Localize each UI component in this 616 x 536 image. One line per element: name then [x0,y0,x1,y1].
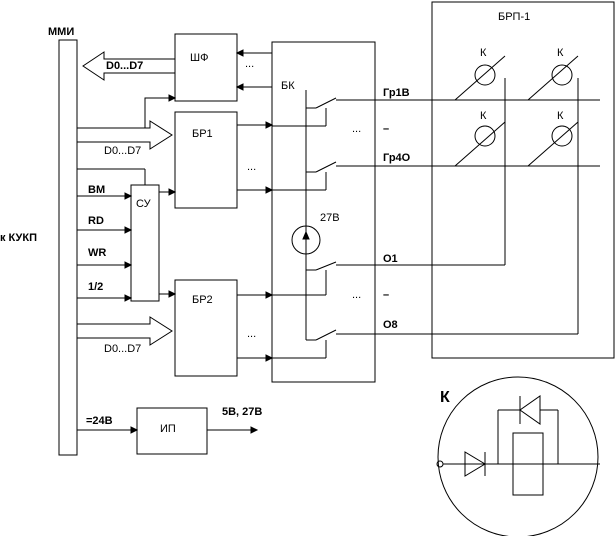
arrow-head [265,121,274,129]
relay-k3 [454,121,506,167]
half-label: 1/2 [88,281,103,293]
br2-block [174,279,238,377]
arrow-head [235,49,244,57]
o8-label: О8 [383,319,398,331]
wr-label: WR [88,247,106,259]
v5-27-label: 5В, 27В [222,406,262,418]
arrow-head [168,188,177,196]
bm-label: BM [88,184,105,196]
brp-block [431,1,615,359]
su-label: СУ [136,198,152,210]
rd-label: RD [88,215,104,227]
arrow-head [124,294,133,302]
v24-label: =24В [86,415,113,427]
ip-block [136,407,208,455]
d0d7-top-label: D0...D7 [106,60,143,72]
d0d7-arrow-mid [77,120,173,150]
k4-label: К [557,110,564,122]
arrow-head [250,426,259,434]
v27-label: 27В [320,212,340,224]
mmi-bus [58,39,78,456]
arrow-head [265,186,274,194]
arrow-head [302,230,310,240]
br1-block [174,111,238,209]
d0d7-arrow-bot [77,316,173,346]
arrow-head [124,226,133,234]
br2-label: БР2 [192,294,213,306]
switch-4 [315,329,337,341]
switch-3 [315,261,337,271]
d0d7-arrow-top [82,51,175,81]
gr4o-label: Гр4О [383,152,411,164]
dots-bk-2: ... [352,289,361,301]
relay-k1 [454,55,506,101]
d0d7-bot-label: D0...D7 [104,343,141,355]
shf-label: ШФ [190,52,208,64]
dots-bk-1: ... [352,123,361,135]
relay-k2 [527,55,579,101]
ip-label: ИП [160,423,176,435]
shf-block [174,33,238,102]
relay-k4 [527,121,579,167]
switch-1 [315,97,337,109]
dash2-label: – [383,289,389,301]
dash1-label: – [383,123,389,135]
arrow-head [168,290,177,298]
switch-2 [315,161,337,173]
arrow-head [124,261,133,269]
brp-label: БРП-1 [498,11,530,23]
kukp-label: к КУКП [0,232,37,244]
br1-label: БР1 [192,128,213,140]
dots-shf: ... [245,58,254,70]
k1-label: К [480,47,487,59]
gr1v-label: Гр1В [383,87,410,99]
arrow-head [130,426,139,434]
k3-label: К [480,110,487,122]
o1-label: О1 [383,253,398,265]
d0d7-mid-label: D0...D7 [104,145,141,157]
arrow-head [168,94,177,102]
bk-block [271,41,376,383]
relay-detail [436,376,600,536]
mmi-to-shf-line [77,97,175,129]
dots-br2: ... [247,328,256,340]
arrow-head [235,83,244,91]
dots-br1: ... [247,161,256,173]
k2-label: К [557,47,564,59]
arrow-head [124,192,133,200]
arrow-head [265,354,274,362]
bk-label: БК [281,80,295,92]
source-27v [291,225,321,255]
arrow-head [265,291,274,299]
k-big-label: К [440,389,450,406]
mmi-label: ММИ [48,26,74,38]
